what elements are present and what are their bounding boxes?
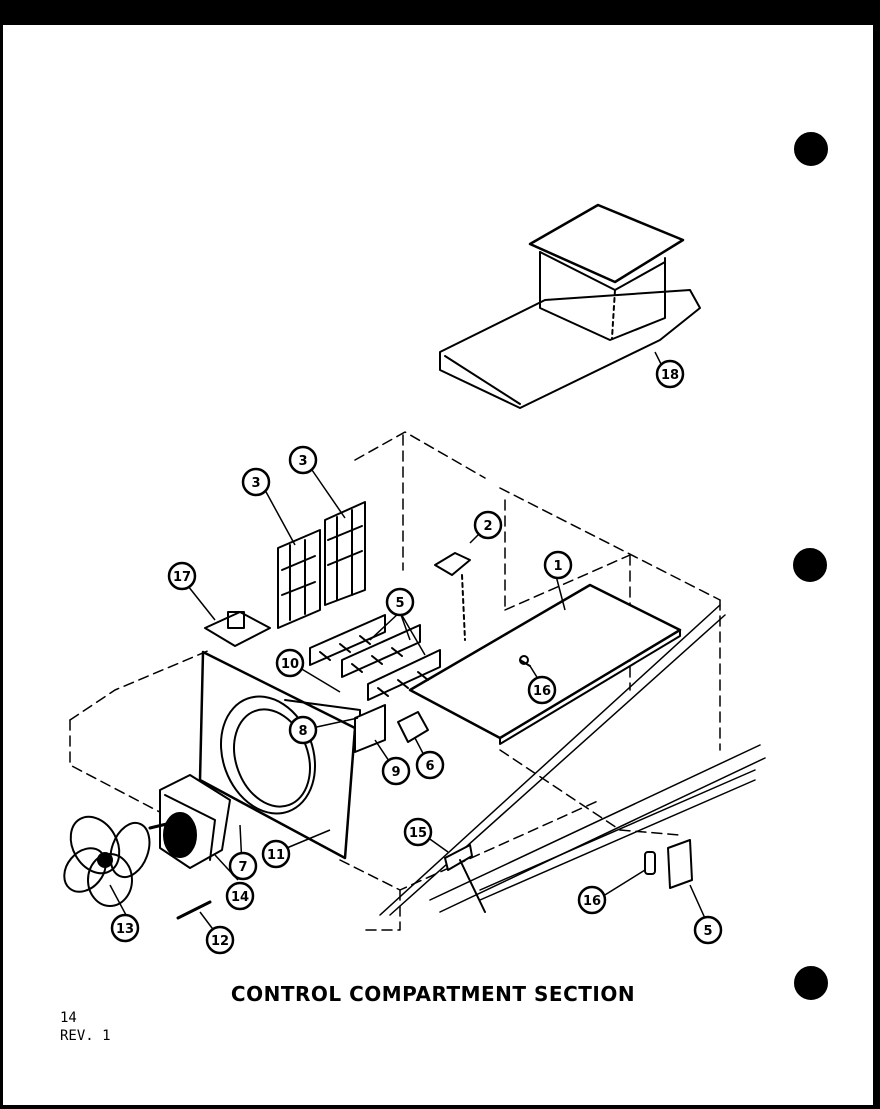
binder-hole-icon <box>793 548 827 582</box>
callout-8: 8 <box>288 715 318 745</box>
part-2-thermostat <box>434 552 471 641</box>
svg-text:3: 3 <box>298 454 307 469</box>
svg-text:7: 7 <box>238 860 247 875</box>
svg-text:16: 16 <box>583 894 601 909</box>
callout-3: 3 <box>288 445 318 475</box>
part-17-switch <box>204 611 271 647</box>
callout-7: 7 <box>228 851 258 881</box>
svg-text:9: 9 <box>391 765 400 780</box>
svg-text:10: 10 <box>281 657 299 672</box>
svg-text:8: 8 <box>298 724 307 739</box>
binder-hole-icon <box>794 966 828 1000</box>
part-12-screw <box>176 900 212 920</box>
svg-text:3: 3 <box>251 476 260 491</box>
svg-text:6: 6 <box>425 759 434 774</box>
part-9-bracket <box>354 704 386 753</box>
svg-text:5: 5 <box>703 924 712 939</box>
binder-hole-icon <box>794 132 828 166</box>
part-1-panel <box>408 583 682 745</box>
page-number: 14 <box>60 1010 77 1026</box>
svg-text:17: 17 <box>173 570 191 585</box>
callout-2: 2 <box>473 510 503 540</box>
svg-text:11: 11 <box>267 848 285 863</box>
svg-text:12: 12 <box>211 934 229 949</box>
callout-15: 15 <box>403 817 433 847</box>
callout-10: 10 <box>275 648 305 678</box>
callout-6: 6 <box>415 750 445 780</box>
part-13-fan-blade <box>63 815 151 907</box>
svg-text:18: 18 <box>661 368 679 383</box>
part-5-terminal-blocks <box>309 614 441 701</box>
callout-16: 16 <box>527 675 557 705</box>
callout-12: 12 <box>205 925 235 955</box>
svg-text:16: 16 <box>533 684 551 699</box>
svg-text:5: 5 <box>395 596 404 611</box>
part-11-fan-plate <box>198 650 361 860</box>
callout-11: 11 <box>261 839 291 869</box>
diagram-title: CONTROL COMPARTMENT SECTION <box>230 982 636 1006</box>
callout-5: 5 <box>693 915 723 945</box>
svg-text:15: 15 <box>409 826 427 841</box>
callout-9: 9 <box>381 756 411 786</box>
svg-text:13: 13 <box>116 922 134 937</box>
callout-18: 18 <box>655 359 685 389</box>
svg-text:14: 14 <box>231 890 249 905</box>
housing-outline <box>69 431 721 931</box>
part-14-motor <box>148 774 231 869</box>
svg-text:1: 1 <box>553 559 562 574</box>
callout-5: 5 <box>385 587 415 617</box>
svg-text:2: 2 <box>483 519 492 534</box>
callout-13: 13 <box>110 913 140 943</box>
part-6-sensor <box>397 711 429 743</box>
page-number-block: 14 REV. 1 <box>60 1009 111 1045</box>
callout-14: 14 <box>225 881 255 911</box>
callout-1: 1 <box>543 550 573 580</box>
revision: REV. 1 <box>60 1028 111 1044</box>
callout-16: 16 <box>577 885 607 915</box>
callout-17: 17 <box>167 561 197 591</box>
part-15-fuse <box>444 844 486 913</box>
part-18-and-5 <box>644 839 693 889</box>
part-3-relays <box>277 501 366 629</box>
callouts: 1 2 3 3 5 5 6 7 8 9 10 11 12 13 14 15 16… <box>110 359 723 955</box>
callout-3: 3 <box>241 467 271 497</box>
part-19-cover <box>439 203 701 409</box>
